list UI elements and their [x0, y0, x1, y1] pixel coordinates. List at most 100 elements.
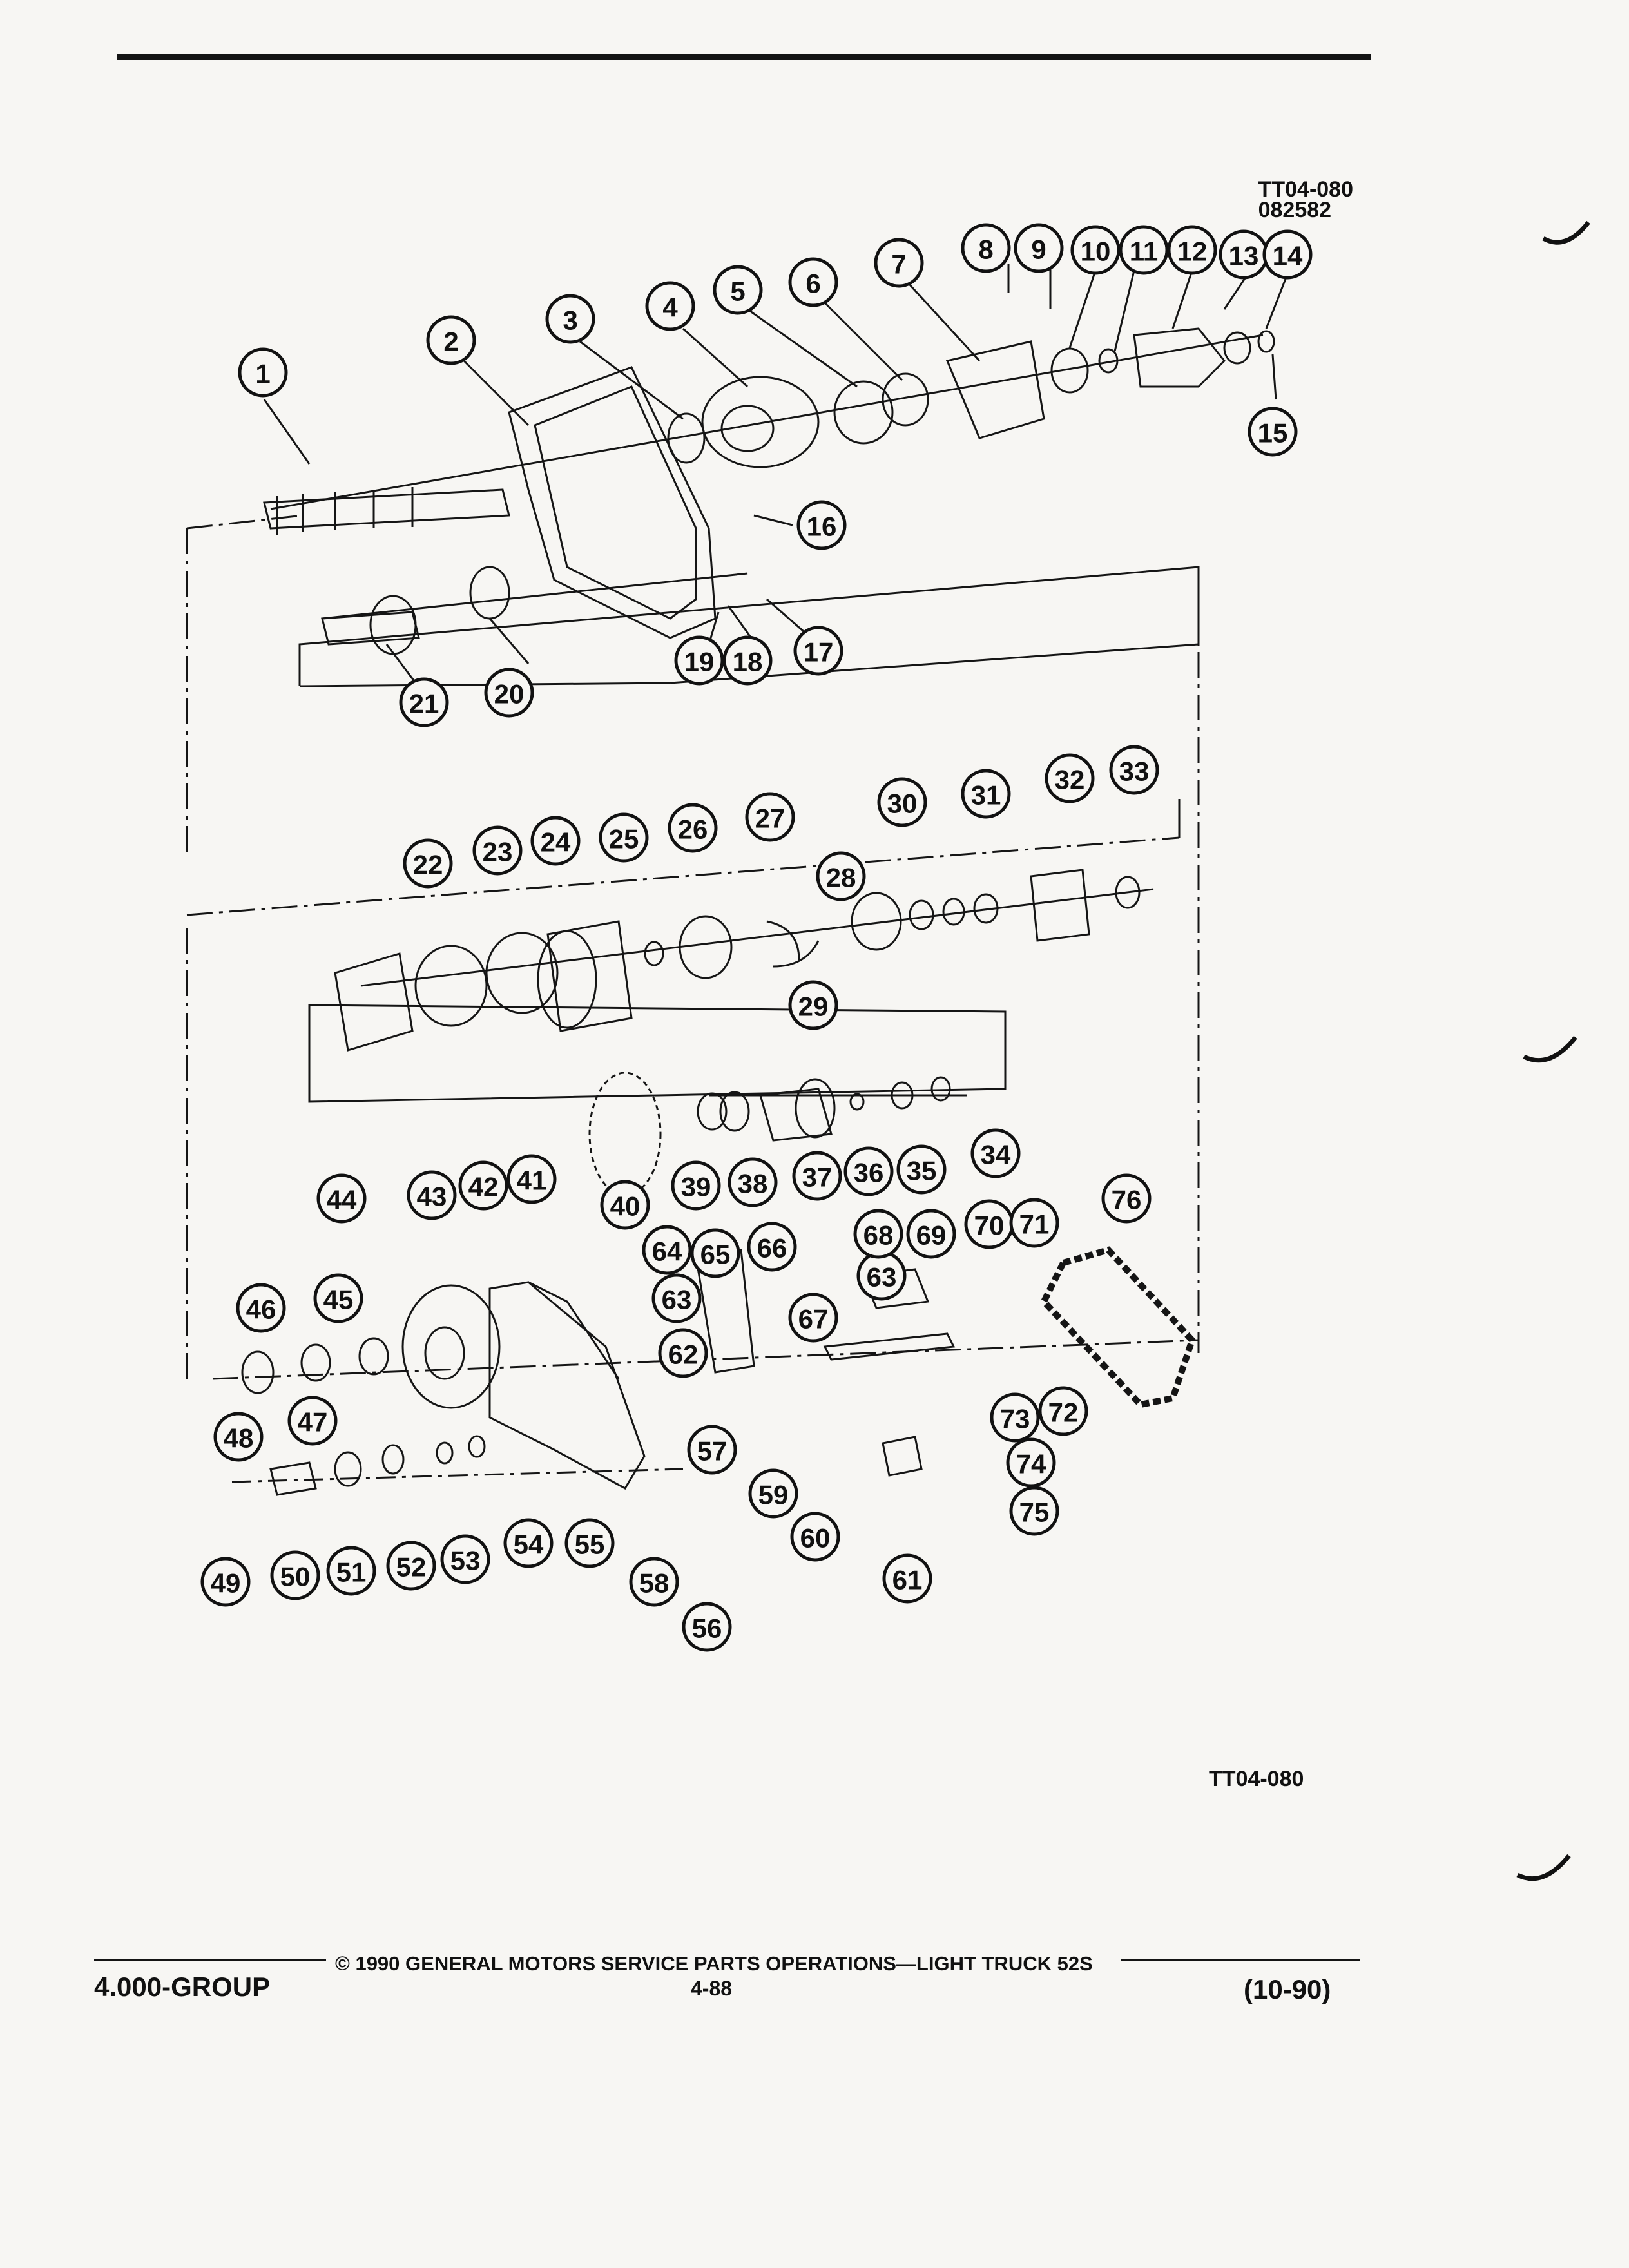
callout-37: 37	[792, 1151, 842, 1201]
callout-47: 47	[287, 1396, 338, 1446]
callout-11: 11	[1119, 225, 1169, 275]
callout-62: 62	[658, 1328, 708, 1378]
callout-label: 47	[298, 1407, 328, 1437]
binder-mark	[1523, 1035, 1577, 1063]
callout-38: 38	[728, 1157, 778, 1207]
callout-label: 20	[494, 679, 525, 709]
drive-chain	[1039, 1246, 1196, 1408]
callout-53: 53	[440, 1534, 490, 1584]
callout-label: 11	[1130, 236, 1158, 267]
callout-label: 61	[892, 1565, 923, 1595]
callout-30: 30	[877, 777, 927, 827]
callout-28: 28	[816, 851, 866, 901]
seal	[667, 412, 706, 464]
callout-43: 43	[407, 1170, 457, 1220]
callout-12: 12	[1167, 225, 1217, 275]
callout-label: 51	[336, 1557, 367, 1588]
callout-label: 75	[1019, 1497, 1050, 1528]
callout-label: 64	[652, 1236, 682, 1267]
callout-label: 2	[443, 327, 458, 357]
callout-15: 15	[1248, 407, 1298, 457]
callout-label: 63	[867, 1262, 897, 1293]
callout-56: 56	[682, 1602, 732, 1652]
footer-date: (10-90)	[1244, 1974, 1331, 2004]
callout-label: 8	[978, 235, 993, 265]
sprocket	[588, 1072, 662, 1196]
callout-label: 40	[610, 1191, 641, 1222]
callout-label: 13	[1229, 241, 1259, 271]
callout-label: 30	[887, 789, 918, 819]
reference-code: TT04-080 082582	[1258, 178, 1353, 221]
main-shaft	[263, 488, 510, 530]
callout-label: 23	[483, 837, 513, 867]
callout-66: 66	[747, 1222, 797, 1272]
callout-51: 51	[326, 1546, 376, 1596]
callout-label: 21	[409, 689, 439, 719]
front-output-shaft	[321, 611, 420, 646]
callout-45: 45	[313, 1273, 363, 1323]
callout-label: 35	[907, 1156, 937, 1186]
callout-17: 17	[793, 626, 843, 676]
callout-74: 74	[1006, 1437, 1056, 1488]
callout-13: 13	[1219, 229, 1269, 280]
callout-61: 61	[882, 1553, 932, 1604]
oil-pump	[833, 380, 894, 445]
ring-gear	[546, 920, 633, 1032]
callout-label: 44	[327, 1185, 357, 1215]
callout-16: 16	[796, 500, 847, 550]
callout-label: 18	[733, 647, 763, 677]
callout-49: 49	[200, 1557, 251, 1607]
callout-71: 71	[1009, 1198, 1059, 1248]
callout-label: 15	[1258, 418, 1288, 448]
callout-label: 68	[863, 1220, 894, 1251]
callout-60: 60	[790, 1512, 840, 1562]
callout-label: 27	[755, 803, 786, 834]
callout-label: 49	[211, 1568, 241, 1599]
callout-label: 31	[971, 780, 1001, 811]
callout-label: 33	[1119, 756, 1150, 787]
callout-label: 9	[1031, 235, 1046, 265]
callout-label: 48	[224, 1423, 254, 1454]
callout-20: 20	[484, 668, 534, 718]
binder-mark	[1542, 220, 1590, 245]
callout-5: 5	[713, 265, 763, 315]
callout-label: 19	[684, 647, 715, 677]
callout-label: 52	[396, 1552, 427, 1582]
sun-gear	[1030, 869, 1090, 942]
callout-label: 37	[802, 1162, 833, 1193]
callout-18: 18	[722, 635, 773, 686]
callout-24: 24	[530, 816, 581, 866]
callout-label: 32	[1055, 765, 1085, 795]
callout-19: 19	[674, 635, 724, 686]
callout-label: 22	[413, 850, 443, 880]
callout-label: 72	[1048, 1398, 1079, 1428]
callout-57: 57	[687, 1425, 737, 1475]
callout-9: 9	[1014, 223, 1064, 273]
footer-copyright: © 1990 GENERAL MOTORS SERVICE PARTS OPER…	[335, 1952, 1093, 1975]
callout-7: 7	[874, 238, 924, 288]
callout-label: 57	[697, 1436, 728, 1466]
callout-29: 29	[788, 980, 838, 1030]
binder-mark	[1516, 1854, 1571, 1881]
callout-label: 6	[805, 269, 820, 299]
callout-33: 33	[1109, 745, 1159, 795]
callout-label: 39	[681, 1172, 711, 1202]
callout-3: 3	[545, 294, 595, 344]
callout-4: 4	[645, 281, 695, 331]
callout-label: 74	[1016, 1449, 1046, 1479]
callout-label: 45	[323, 1285, 354, 1315]
callout-41: 41	[506, 1154, 557, 1204]
callout-label: 17	[804, 637, 834, 668]
callout-label: 69	[916, 1220, 947, 1251]
callout-label: 25	[609, 824, 639, 854]
rear-housing	[1133, 327, 1226, 388]
callout-63: 63	[651, 1273, 702, 1323]
clutch-housing	[334, 952, 414, 1052]
callout-label: 34	[981, 1140, 1011, 1170]
callout-label: 66	[757, 1233, 787, 1264]
callout-73: 73	[990, 1392, 1040, 1443]
footer-page-number: 4-88	[691, 1977, 733, 2000]
callout-6: 6	[788, 257, 838, 307]
callout-67: 67	[788, 1293, 838, 1343]
callout-50: 50	[270, 1550, 320, 1600]
